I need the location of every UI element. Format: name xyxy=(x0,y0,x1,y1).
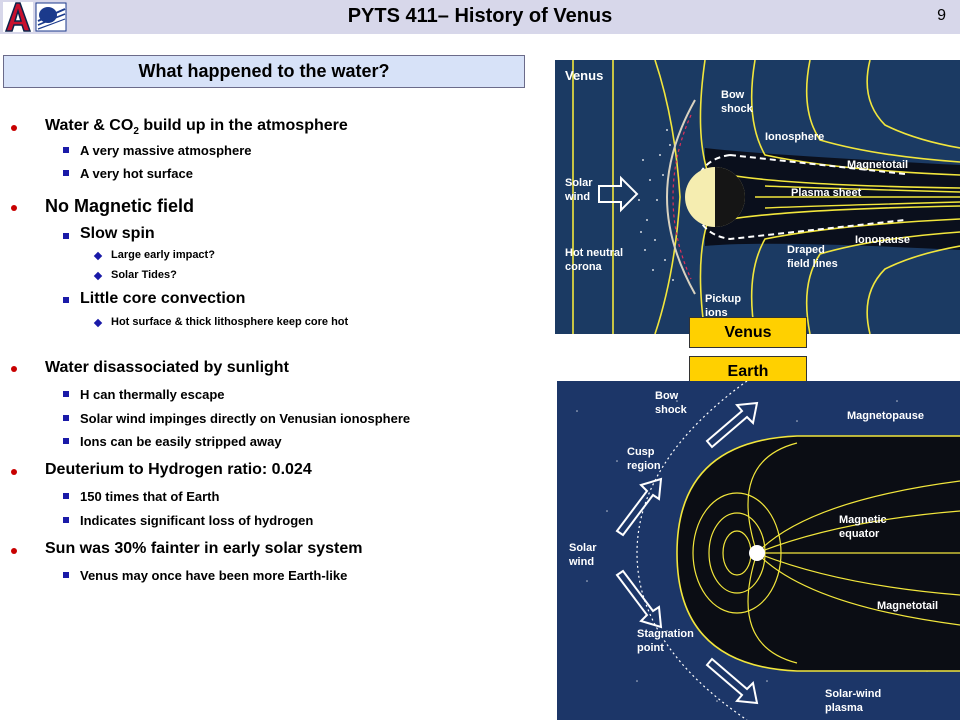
bullet-square xyxy=(63,517,69,523)
label-field-lines: field lines xyxy=(787,258,838,270)
label-wind: wind xyxy=(568,556,594,568)
bullet-square xyxy=(63,147,69,153)
label-corona: corona xyxy=(565,261,603,273)
bullet-large-impact: Large early impact? xyxy=(111,249,215,261)
bullet-core-convection: Little core convection xyxy=(80,290,246,307)
bullet-diamond xyxy=(93,318,103,328)
label-hot-neutral: Hot neutral xyxy=(565,247,623,259)
bullet-dot xyxy=(11,548,17,554)
label-magnetotail: Magnetotail xyxy=(877,600,938,612)
bullet-sun-fainter: Sun was 30% fainter in early solar syste… xyxy=(45,540,363,557)
label-magnetotail: Magnetotail xyxy=(847,159,908,171)
label-shock: shock xyxy=(655,404,688,416)
label-solar: Solar xyxy=(569,542,597,554)
bullet-dot xyxy=(11,469,17,475)
bullet-square xyxy=(63,572,69,578)
bullet-deuterium-ratio: Deuterium to Hydrogen ratio: 0.024 xyxy=(45,461,312,478)
bullet-water-disassociated: Water disassociated by sunlight xyxy=(45,359,289,376)
bullet-diamond xyxy=(93,251,103,261)
bullet-dot xyxy=(11,366,17,372)
page-number: 9 xyxy=(937,7,946,24)
bullet-square xyxy=(63,170,69,176)
label-solar-wind: Solar-wind xyxy=(825,688,881,700)
bullet-no-magnetic-field: No Magnetic field xyxy=(45,196,195,216)
label-plasma-sheet: Plasma sheet xyxy=(791,187,862,199)
label-wind: wind xyxy=(564,191,590,203)
bullet-square xyxy=(63,438,69,444)
bullet-square xyxy=(63,233,69,239)
bullet-square xyxy=(63,493,69,499)
label-cusp: Cusp xyxy=(627,446,655,458)
bullet-solar-tides: Solar Tides? xyxy=(111,269,177,281)
bullet-hot-surface-lithosphere: Hot surface & thick lithosphere keep cor… xyxy=(111,316,349,328)
label-ionosphere: Ionosphere xyxy=(765,131,824,143)
label-bow: Bow xyxy=(721,89,745,101)
label-draped: Draped xyxy=(787,244,825,256)
bullet-square xyxy=(63,297,69,303)
bullet-dot xyxy=(11,125,17,131)
label-shock: shock xyxy=(721,103,754,115)
bullet-h-escape: H can thermally escape xyxy=(80,387,225,402)
bullet-hot-surface: A very hot surface xyxy=(80,166,193,181)
header-bar xyxy=(0,0,960,34)
label-bow: Bow xyxy=(655,390,679,402)
venus-tag: Venus xyxy=(689,317,807,348)
label-plasma: plasma xyxy=(825,702,864,714)
label-equator: equator xyxy=(839,528,880,540)
bullet-solar-wind-impinges: Solar wind impinges directly on Venusian… xyxy=(80,411,411,426)
label-magnetic: Magnetic xyxy=(839,514,887,526)
venus-figure-title: Venus xyxy=(565,68,603,83)
bullet-dot xyxy=(11,205,17,211)
section-heading: What happened to the water? xyxy=(3,55,525,88)
label-ionopause: Ionopause xyxy=(855,234,910,246)
label-stagnation: Stagnation xyxy=(637,628,694,640)
label-point: point xyxy=(637,642,664,654)
label-ions: ions xyxy=(705,307,728,319)
label-region: region xyxy=(627,460,661,472)
university-logo xyxy=(3,2,67,32)
label-pickup: Pickup xyxy=(705,293,741,305)
bullet-hydrogen-loss: Indicates significant loss of hydrogen xyxy=(80,513,314,528)
bullet-slow-spin: Slow spin xyxy=(80,225,155,242)
bullet-diamond xyxy=(93,271,103,281)
bullet-150-times: 150 times that of Earth xyxy=(80,489,220,504)
bullet-square xyxy=(63,391,69,397)
bullet-massive-atmosphere: A very massive atmosphere xyxy=(80,143,252,158)
label-solar: Solar xyxy=(565,177,593,189)
label-magnetopause: Magnetopause xyxy=(847,410,924,422)
earth-magnetosphere-figure: Bow shock Magnetopause Cusp region Magne… xyxy=(557,381,960,720)
bullet-earth-like: Venus may once have been more Earth-like xyxy=(80,568,348,583)
bullet-square xyxy=(63,415,69,421)
bullet-water-co2: Water & CO2 build up in the atmosphere xyxy=(45,117,348,138)
page-title: PYTS 411– History of Venus xyxy=(347,5,613,27)
venus-magnetosphere-figure: Venus Bow shock Ionosphere Magnetotail P… xyxy=(555,60,960,334)
bullet-ions-stripped: Ions can be easily stripped away xyxy=(80,434,282,449)
